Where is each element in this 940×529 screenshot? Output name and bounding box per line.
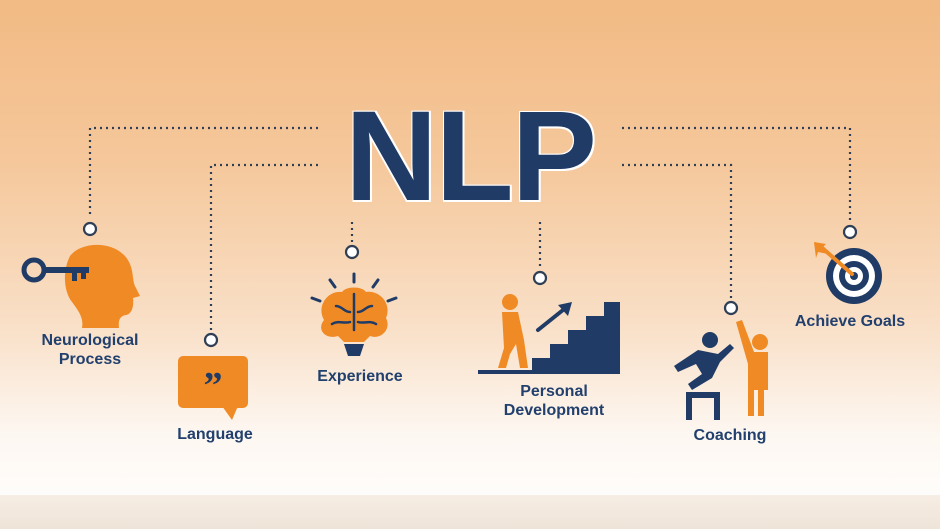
node-dot-coaching [723,300,739,316]
node-dot-goals [842,224,858,240]
label-language: Language [177,426,253,443]
head-with-key-icon [21,244,140,328]
node-dot-language [203,332,219,348]
label-experience: Experience [317,368,403,385]
label-goals: Achieve Goals [794,313,906,330]
label-coaching: Coaching [693,427,767,444]
floor-band [0,495,940,529]
label-personal-line2: Development [503,402,605,419]
connector-neurological [88,126,318,218]
node-dot-experience [344,244,360,260]
coach-hurdle-icon [674,320,768,420]
label-neurological-line2: Process [58,351,122,368]
climbing-stairs-icon [478,294,620,374]
label-personal: Personal Development [484,382,624,420]
label-neurological-line1: Neurological [41,332,139,349]
connector-language [209,163,318,330]
nlp-title: NLP [345,85,597,228]
node-dot-neurological [82,221,98,237]
svg-text:”: ” [204,365,223,407]
brain-lightbulb-icon [310,272,398,356]
label-personal-line1: Personal [520,383,588,400]
quote-bubble-icon: ” [178,356,248,420]
target-arrow-icon [814,242,882,304]
label-neurological: Neurological Process [28,331,152,369]
connector-coaching [622,163,733,298]
node-dot-personal [532,270,548,286]
connector-goals [622,126,852,222]
